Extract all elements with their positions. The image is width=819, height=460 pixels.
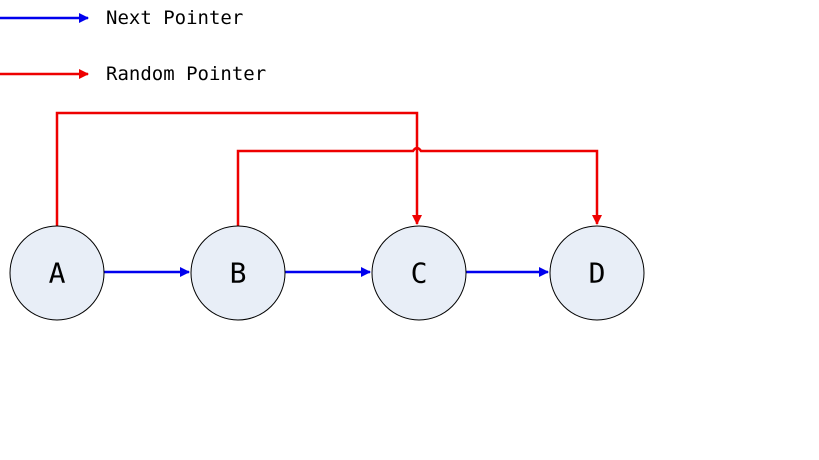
random-edges: [55, 111, 602, 226]
random-edge-b-to-d: [236, 146, 602, 226]
node-a: A: [9, 225, 105, 321]
node-d-circle: [549, 225, 645, 321]
random-edge-a-to-c: [55, 111, 422, 226]
node-c: C: [371, 225, 467, 321]
legend: Next Pointer Random Pointer: [0, 7, 266, 85]
node-c-label: C: [411, 257, 428, 290]
legend-random-pointer: Random Pointer: [0, 63, 266, 85]
legend-next-pointer: Next Pointer: [0, 7, 243, 29]
node-a-circle: [9, 225, 105, 321]
legend-random-label: Random Pointer: [106, 63, 266, 85]
node-b-circle: [190, 225, 286, 321]
nodes: A B C D: [9, 225, 645, 321]
node-d: D: [549, 225, 645, 321]
node-a-label: A: [49, 257, 66, 290]
node-c-circle: [371, 225, 467, 321]
legend-next-label: Next Pointer: [106, 7, 243, 29]
node-d-label: D: [589, 257, 606, 290]
node-b-label: B: [230, 257, 247, 290]
node-b: B: [190, 225, 286, 321]
